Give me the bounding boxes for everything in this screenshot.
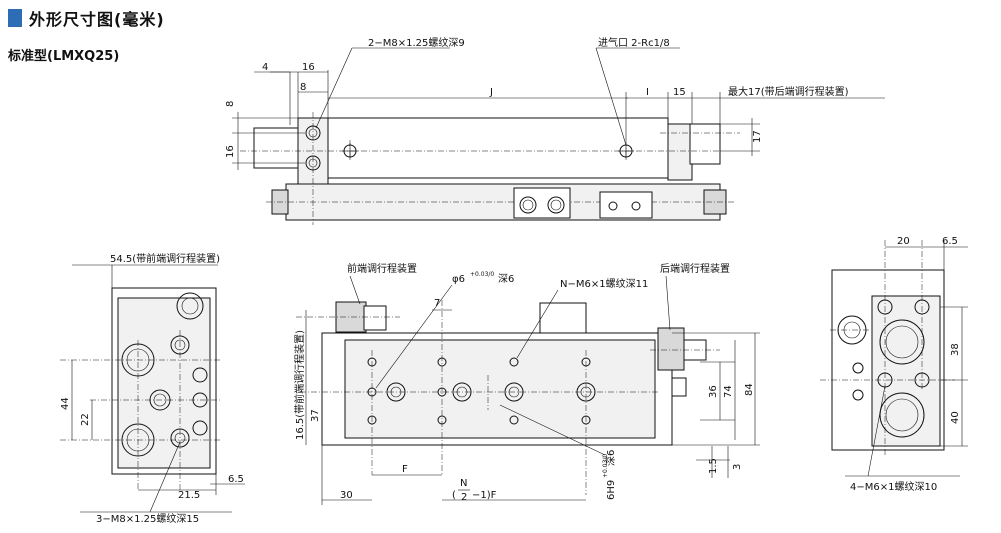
note-54-5: 54.5(带前端调行程装置) <box>110 252 220 265</box>
left-view: 54.5(带前端调行程装置) 44 22 6.5 21.5 3−M8×1.25螺… <box>60 252 245 525</box>
tol-phi6: +0.03/0 <box>470 271 494 278</box>
dim-38: 38 <box>950 343 961 356</box>
note-6h9: 6H9 <box>606 480 617 500</box>
top-view: 4 16 8 J I 15 最大17(带后端调行程装置) 8 16 17 2−M… <box>225 36 885 225</box>
note-m6-11: N−M6×1螺纹深11 <box>560 277 648 290</box>
front-view: 前端调行程装置 后端调行程装置 φ6 +0.03/0 深6 7 N−M6×1螺纹… <box>293 262 760 505</box>
dim-8-b: 8 <box>225 101 236 107</box>
dim-40: 40 <box>950 411 961 424</box>
top-main-body <box>327 117 669 179</box>
top-right-block <box>667 123 693 181</box>
note-max17: 最大17(带后端调行程装置) <box>728 85 849 98</box>
dim-30: 30 <box>340 490 353 501</box>
model-subtitle: 标准型(LMXQ25) <box>8 49 120 64</box>
dim-nf-open: ( <box>452 490 456 501</box>
note-16-5: 16.5(带前端调行程装置) <box>293 330 306 440</box>
dim-16-v: 16 <box>225 145 236 158</box>
dim-8-a: 8 <box>300 82 306 93</box>
note-air-port: 进气口 2-Rc1/8 <box>598 36 670 49</box>
header-square-icon <box>8 9 22 27</box>
note-m8-15: 3−M8×1.25螺纹深15 <box>96 512 199 525</box>
dim-7: 7 <box>434 298 440 309</box>
dim-3: 3 <box>732 464 743 470</box>
dim-21-5: 21.5 <box>178 490 200 501</box>
note-m6-10: 4−M6×1螺纹深10 <box>850 480 937 493</box>
label-front-adjuster: 前端调行程装置 <box>347 262 417 275</box>
dim-15: 15 <box>673 87 686 98</box>
label-rear-adjuster: 后端调行程装置 <box>660 262 730 275</box>
dim-4: 4 <box>262 62 268 73</box>
dim-37: 37 <box>310 409 321 422</box>
dim-20: 20 <box>897 236 910 247</box>
rear-stopper <box>657 327 685 371</box>
dim-F: F <box>402 464 408 475</box>
top-left-stopper <box>253 127 301 169</box>
dim-6-5-right: 6.5 <box>942 236 958 247</box>
dim-44: 44 <box>60 397 71 410</box>
dim-36: 36 <box>708 385 719 398</box>
note-m8-thread: 2−M8×1.25螺纹深9 <box>368 36 465 49</box>
tol-6h9: +0.03/0 <box>602 454 609 478</box>
top-left-block <box>297 117 329 187</box>
dim-I: I <box>646 87 649 98</box>
page-title: 外形尺寸图(毫米) <box>29 10 165 29</box>
dim-22: 22 <box>80 413 91 426</box>
dim-6-5-left: 6.5 <box>228 474 244 485</box>
dim-74: 74 <box>723 385 734 398</box>
section-header: 外形尺寸图(毫米) <box>8 6 165 30</box>
dim-16: 16 <box>302 62 315 73</box>
note-phi6: φ6 <box>452 274 465 285</box>
dim-84: 84 <box>744 383 755 396</box>
dim-J: J <box>489 87 493 98</box>
dim-nf-close: −1)F <box>472 490 497 501</box>
dim-nf-den: 2 <box>461 492 467 503</box>
dim-1-5: 1.5 <box>708 458 719 474</box>
note-deep6: 深6 <box>498 273 514 285</box>
dim-nf-num: N <box>460 478 467 489</box>
note-6h9-deep: 深6 <box>605 450 617 466</box>
dim-17: 17 <box>752 130 763 143</box>
right-view: 20 6.5 38 40 4−M6×1螺纹深10 <box>820 236 968 493</box>
